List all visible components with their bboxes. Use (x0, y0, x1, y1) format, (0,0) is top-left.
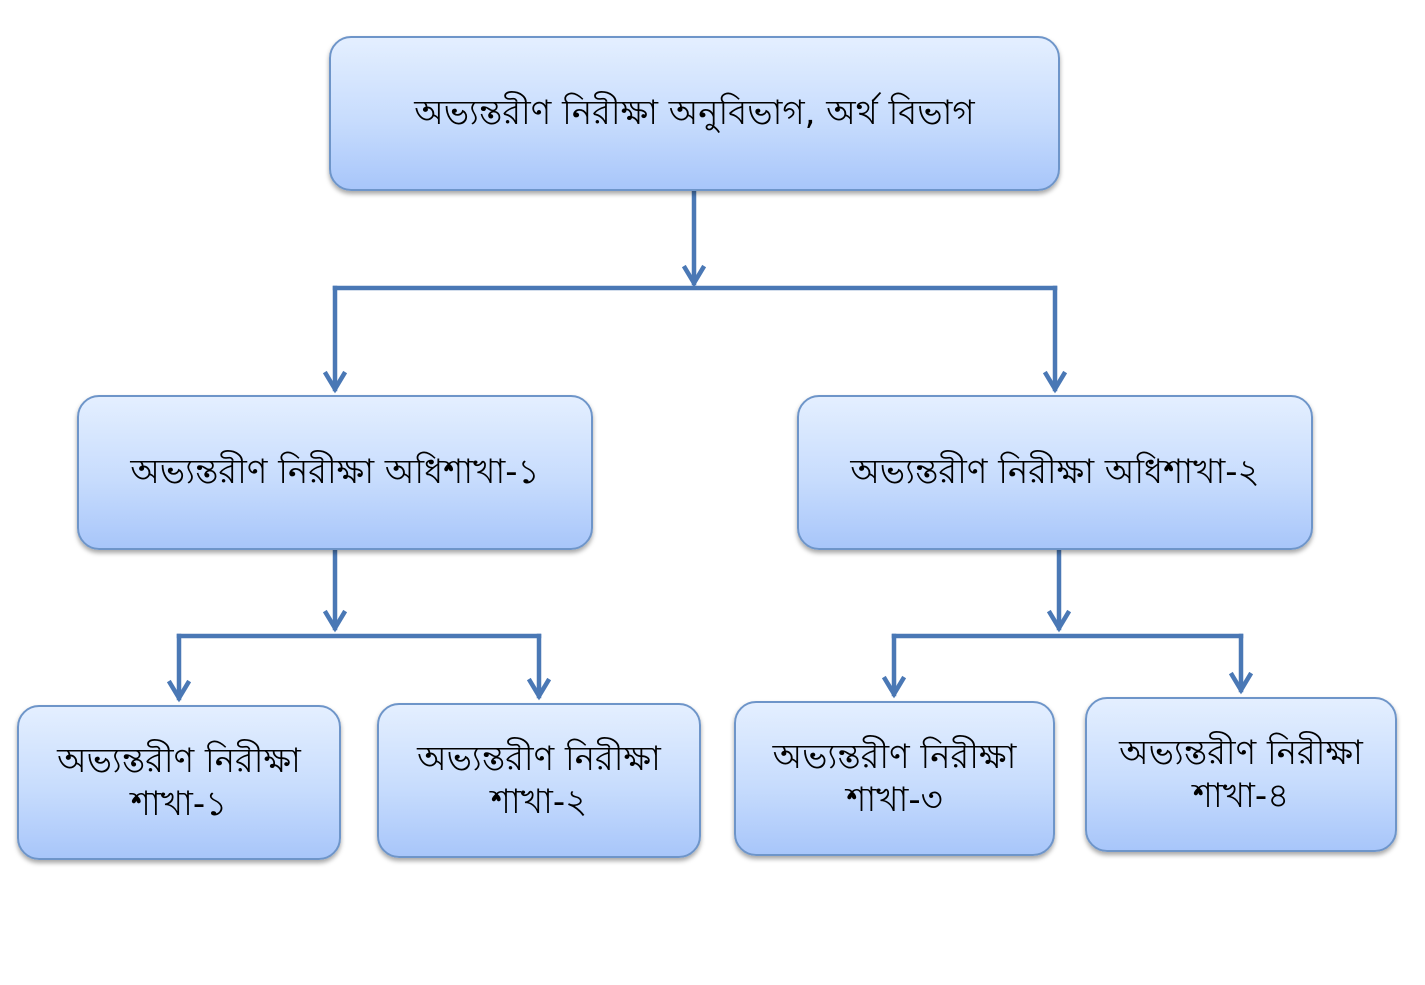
node-internal-audit-branch-2: অভ্যন্তরীণ নিরীক্ষা অধিশাখা-২ (797, 395, 1313, 550)
branch-1-label: অভ্যন্তরীণ নিরীক্ষা অধিশাখা-১ (130, 452, 540, 493)
node-internal-audit-branch-1: অভ্যন্তরীণ নিরীক্ষা অধিশাখা-১ (77, 395, 593, 550)
arrowhead-root-down (681, 264, 707, 288)
node-internal-audit-section-3: অভ্যন্তরীণ নিরীক্ষা শাখা-৩ (734, 701, 1055, 856)
section-3-label-line2: শাখা-৩ (846, 779, 943, 820)
arrowhead-leaf1 (166, 679, 192, 703)
section-4-label-line2: শাখা-৪ (1192, 775, 1290, 816)
node-internal-audit-section-1: অভ্যন্তরীণ নিরীক্ষা শাখা-১ (17, 705, 341, 860)
arrowhead-leaf3 (881, 675, 907, 699)
node-internal-audit-section-2: অভ্যন্তরীণ নিরীক্ষা শাখা-২ (377, 703, 701, 858)
section-1-label-line2: শাখা-১ (130, 783, 228, 824)
branch-2-label: অভ্যন্তরীণ নিরীক্ষা অধিশাখা-২ (850, 452, 1260, 493)
section-2-label-line2: শাখা-২ (490, 781, 588, 822)
section-2-label-line1: অভ্যন্তরীণ নিরীক্ষা (417, 739, 661, 779)
section-3-label-line1: অভ্যন্তরীণ নিরীক্ষা (772, 737, 1017, 777)
node-internal-audit-section-4: অভ্যন্তরীণ নিরীক্ষা শাখা-৪ (1085, 697, 1397, 852)
arrowhead-sub1-down (322, 609, 348, 633)
arrowhead-sub1 (322, 370, 348, 394)
arrowhead-sub2 (1042, 370, 1068, 394)
root-node-label: অভ্যন্তরীণ নিরীক্ষা অনুবিভাগ, অর্থ বিভাগ (414, 93, 975, 134)
arrowhead-leaf2 (526, 677, 552, 701)
arrowhead-sub2-down (1046, 609, 1072, 633)
section-4-label-line1: অভ্যন্তরীণ নিরীক্ষা (1119, 733, 1363, 773)
section-1-label-line1: অভ্যন্তরীণ নিরীক্ষা (57, 741, 301, 781)
arrowhead-leaf4 (1228, 671, 1254, 695)
root-node-internal-audit-wing: অভ্যন্তরীণ নিরীক্ষা অনুবিভাগ, অর্থ বিভাগ (329, 36, 1060, 191)
